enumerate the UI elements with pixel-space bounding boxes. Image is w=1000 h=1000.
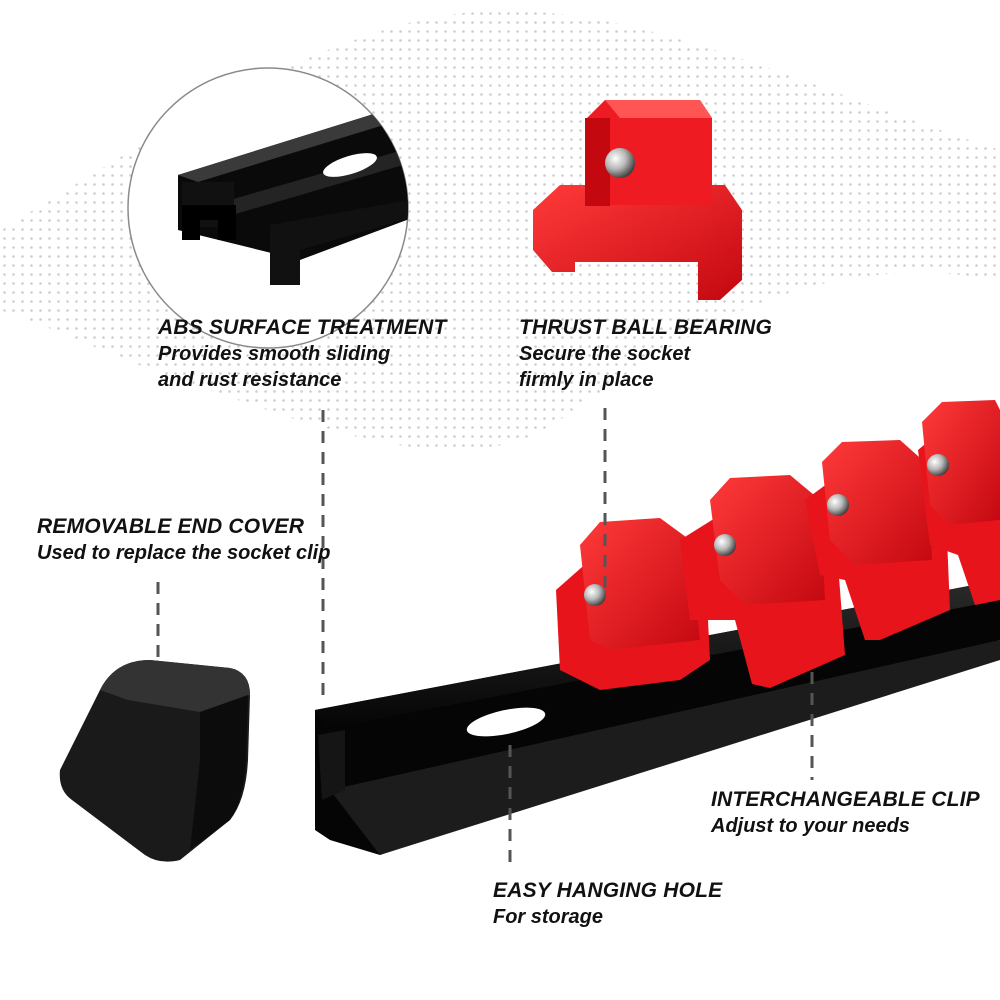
- callout-hole-title: EASY HANGING HOLE: [493, 879, 723, 902]
- callout-thrust-line1: Secure the socket: [519, 343, 691, 365]
- callout-cover-line1: Used to replace the socket clip: [37, 542, 331, 564]
- thrust-ball-clip: [533, 100, 742, 300]
- callout-abs-line1: Provides smooth sliding: [158, 343, 391, 365]
- callout-cover-title: REMOVABLE END COVER: [37, 515, 305, 538]
- end-cover: [59, 660, 250, 862]
- callout-clip-line1: Adjust to your needs: [711, 815, 910, 837]
- callout-hanging-hole: EASY HANGING HOLE For storage: [493, 878, 773, 930]
- callout-abs-surface: ABS SURFACE TREATMENT Provides smooth sl…: [158, 315, 468, 393]
- callout-thrust-title: THRUST BALL BEARING: [519, 316, 773, 339]
- leader-lines: [156, 408, 814, 865]
- callout-abs-title: ABS SURFACE TREATMENT: [158, 316, 447, 339]
- rail-closeup-circle: [127, 67, 409, 349]
- callout-thrust-bearing: THRUST BALL BEARING Secure the socket fi…: [519, 315, 819, 393]
- callout-interchangeable-clip: INTERCHANGEABLE CLIP Adjust to your need…: [711, 787, 996, 839]
- callout-hole-line1: For storage: [493, 906, 604, 928]
- callout-thrust-line2: firmly in place: [519, 369, 654, 391]
- red-clips-row: [556, 400, 1000, 690]
- callout-clip-title: INTERCHANGEABLE CLIP: [711, 788, 980, 811]
- callout-end-cover: REMOVABLE END COVER Used to replace the …: [37, 514, 367, 566]
- callout-abs-line2: and rust resistance: [158, 369, 342, 391]
